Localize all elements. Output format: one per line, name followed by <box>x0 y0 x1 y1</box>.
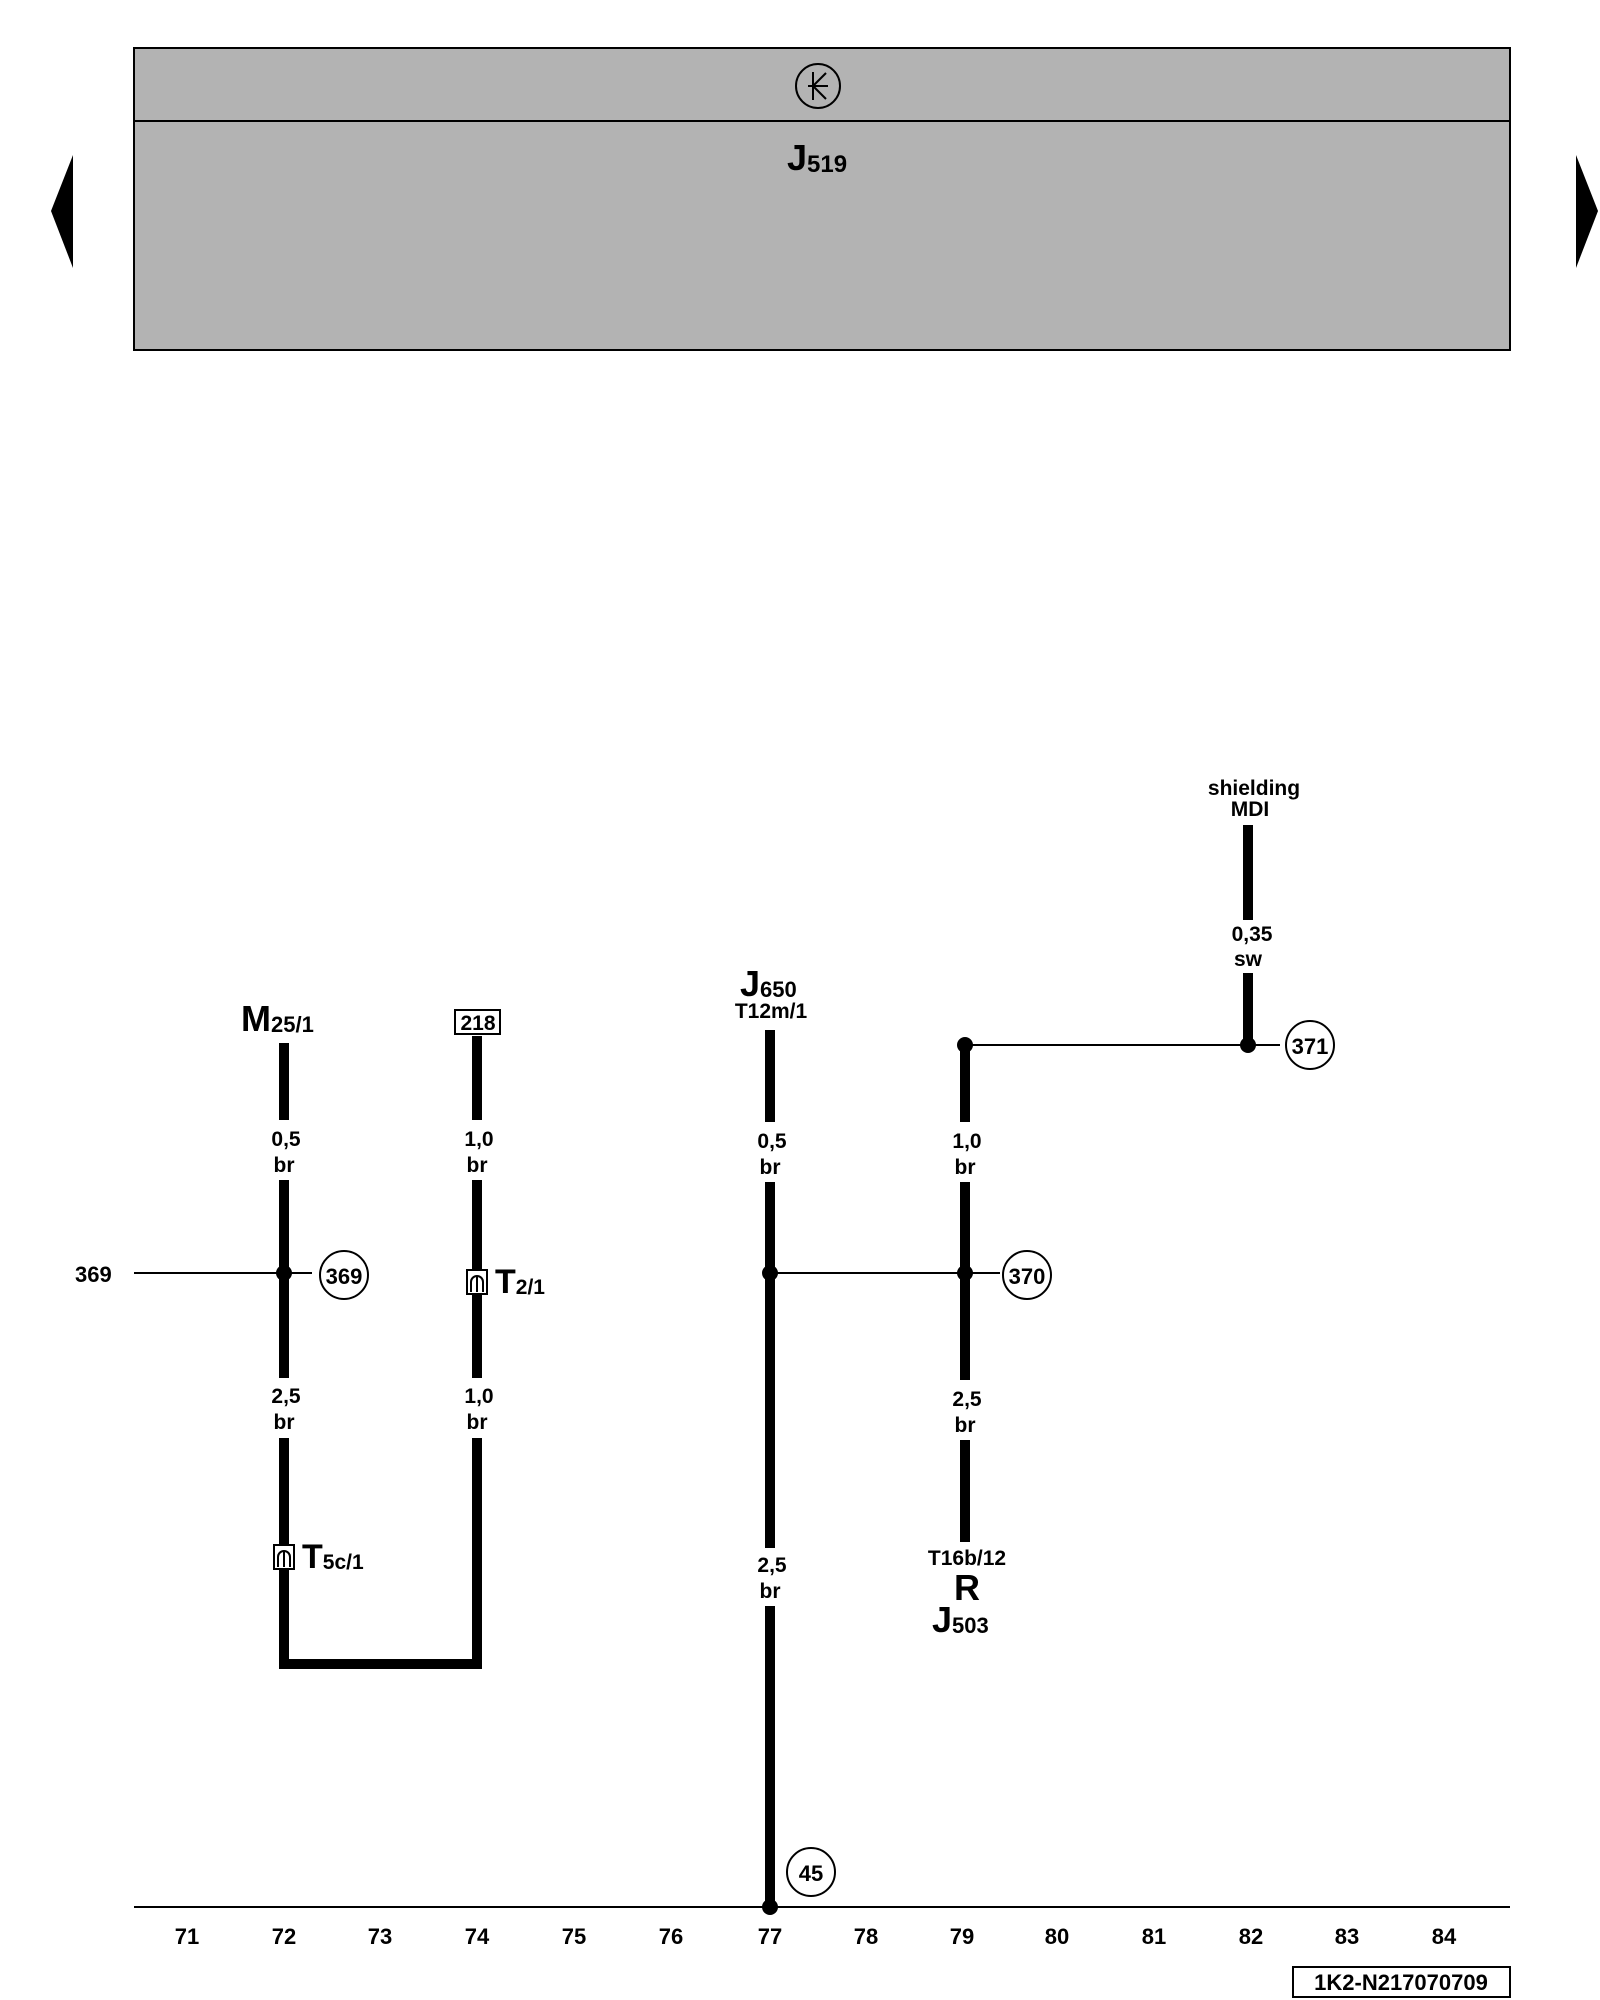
wire-74-bottom-color: br <box>467 1411 488 1434</box>
junction-dot-72 <box>276 1265 292 1281</box>
junction-ref-45: 45 <box>799 1861 823 1886</box>
junction-ref-371-circle[interactable] <box>1285 1020 1335 1070</box>
junction-dot-77 <box>762 1265 778 1281</box>
grid-number: 75 <box>562 1924 586 1949</box>
grid-number: 79 <box>950 1924 974 1949</box>
wire-74-top-size: 1,0 <box>464 1128 493 1151</box>
grid-number: 77 <box>758 1924 782 1949</box>
connector-t21-icon <box>466 1269 488 1295</box>
wire-79-top-size: 1,0 <box>952 1130 981 1153</box>
connector-t21-label: T2/1 <box>495 1263 545 1301</box>
prev-page-arrow-icon[interactable] <box>51 155 73 268</box>
grid-number: 80 <box>1045 1924 1069 1949</box>
component-j650-label: J650 <box>740 963 797 1004</box>
component-j650-pin: T12m/1 <box>735 1000 808 1023</box>
wire-79-bottom-color: br <box>955 1414 976 1437</box>
wire-82-color: sw <box>1234 948 1263 971</box>
wire-77-bottom-size: 2,5 <box>757 1554 787 1577</box>
grid-number: 82 <box>1239 1924 1263 1949</box>
junction-ref-369: 369 <box>326 1264 363 1289</box>
junction-ref-370: 370 <box>1009 1264 1046 1289</box>
component-j503-r: R <box>954 1567 980 1608</box>
grid-number: 74 <box>465 1924 490 1949</box>
wire-77-top-size: 0,5 <box>757 1130 787 1153</box>
ground-star-icon <box>795 63 841 109</box>
doc-id-box <box>1292 1966 1511 1998</box>
grid-number: 83 <box>1335 1924 1359 1949</box>
wire-74-bottom-size: 1,0 <box>464 1385 493 1408</box>
ref-218-box <box>454 1009 501 1035</box>
doc-id-label: 1K2-N217070709 <box>1314 1970 1488 1995</box>
junction-dot-82 <box>1240 1037 1256 1053</box>
junction-dot-79 <box>957 1265 973 1281</box>
grid-number: 73 <box>368 1924 392 1949</box>
grid-number: 71 <box>175 1924 199 1949</box>
wire-72-bottom-color: br <box>274 1411 295 1434</box>
component-j503-label: J503 <box>932 1599 989 1640</box>
ref-218-label: 218 <box>460 1012 495 1035</box>
wire-82-size: 0,35 <box>1232 923 1273 946</box>
connector-t5c-icon <box>273 1544 295 1570</box>
next-page-arrow-icon[interactable] <box>1576 155 1598 268</box>
junction-ref-369-circle[interactable] <box>319 1250 369 1300</box>
control-unit-label: J519 <box>787 137 847 178</box>
grid-number: 81 <box>1142 1924 1166 1949</box>
wire-79-top-color: br <box>955 1156 976 1179</box>
connector-t5c-label: T5c/1 <box>302 1538 364 1576</box>
grid-number: 76 <box>659 1924 683 1949</box>
shielding-label-line1: shielding <box>1208 777 1300 800</box>
component-j503-pin: T16b/12 <box>928 1547 1006 1570</box>
grid-number: 78 <box>854 1924 878 1949</box>
junction-ref-371: 371 <box>1292 1034 1329 1059</box>
junction-ref-370-circle[interactable] <box>1002 1250 1052 1300</box>
left-ref-label: 369 <box>75 1262 112 1287</box>
junction-dot-79-top <box>957 1037 973 1053</box>
wire-72-bottom-size: 2,5 <box>271 1385 301 1408</box>
junction-ref-45-circle[interactable] <box>786 1847 836 1897</box>
grid-numbers: 71 72 73 74 75 76 77 78 79 80 81 82 83 84 <box>175 1924 1457 1949</box>
grid-number: 84 <box>1432 1924 1457 1949</box>
wire-77-bottom-color: br <box>760 1580 781 1603</box>
wire-74-top-color: br <box>467 1154 488 1177</box>
wire-77-top-color: br <box>760 1156 781 1179</box>
wire-72-top-size: 0,5 <box>271 1128 301 1151</box>
wire-72-top-color: br <box>274 1154 295 1177</box>
wire-79-bottom-size: 2,5 <box>952 1388 982 1411</box>
shielding-label-line2: MDI <box>1231 798 1270 821</box>
grid-number: 72 <box>272 1924 296 1949</box>
control-unit-panel <box>133 47 1511 351</box>
component-m25-label: M25/1 <box>241 998 314 1039</box>
